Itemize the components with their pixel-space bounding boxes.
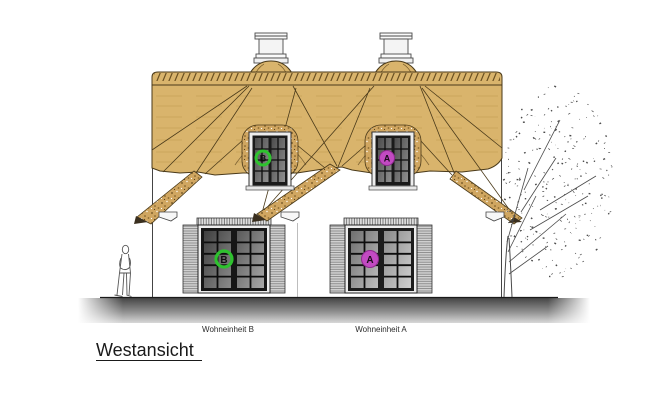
marker-window-b: B bbox=[214, 249, 234, 269]
window-b-shutter-right bbox=[269, 224, 286, 294]
tree-branches bbox=[506, 119, 597, 275]
corbel-left bbox=[158, 211, 178, 222]
ground-strip bbox=[78, 298, 590, 323]
marker-dormer-b-ring bbox=[254, 149, 272, 167]
window-b-shutter-left bbox=[182, 224, 199, 294]
marker-dormer-a-letter: A bbox=[384, 154, 391, 164]
annotations: Wohneinheit B Wohneinheit A Westansicht bbox=[96, 325, 407, 361]
window-unit-a bbox=[329, 217, 433, 294]
marker-dormer-a: A bbox=[379, 150, 395, 166]
window-unit-b bbox=[182, 217, 286, 294]
dormer-b-sill bbox=[245, 185, 295, 191]
ground bbox=[78, 296, 590, 323]
verge-tip-middle bbox=[252, 213, 266, 222]
corbel-right bbox=[485, 211, 505, 222]
tree-trunk bbox=[503, 235, 513, 298]
tree-foliage bbox=[502, 85, 613, 278]
dormer-b-muntins bbox=[255, 138, 285, 182]
roof-verge-right bbox=[449, 170, 523, 225]
corbel-middle bbox=[280, 211, 300, 222]
marker-window-a-disc bbox=[361, 250, 379, 268]
drawing-title: Westansicht bbox=[96, 340, 194, 360]
marker-dormer-b: B bbox=[254, 149, 272, 167]
marker-window-b-letter: B bbox=[220, 255, 227, 266]
roof-verge-left bbox=[136, 170, 203, 225]
unit-label-a: Wohneinheit A bbox=[355, 325, 407, 334]
person-figure bbox=[114, 244, 132, 297]
window-a-shutter-left bbox=[329, 224, 346, 294]
verge-tip-right bbox=[508, 217, 522, 223]
marker-dormer-b-letter: B bbox=[260, 154, 267, 164]
dormer-unit-b bbox=[241, 124, 299, 191]
tree bbox=[502, 85, 613, 298]
marker-window-b-ring bbox=[214, 249, 234, 269]
unit-markers: B A B A bbox=[214, 149, 395, 269]
marker-window-a-letter: A bbox=[366, 255, 373, 266]
unit-label-b: Wohneinheit B bbox=[202, 325, 254, 334]
window-a-shutter-right bbox=[416, 224, 433, 294]
roof-verge-middle bbox=[256, 163, 341, 222]
chimney-right bbox=[378, 32, 414, 64]
marker-dormer-a-disc bbox=[379, 150, 395, 166]
chimney-left bbox=[253, 32, 289, 64]
verge-tip-left bbox=[134, 216, 148, 224]
roof-straw-texture bbox=[156, 95, 498, 163]
roof-ridge-hatch bbox=[154, 73, 500, 81]
marker-window-a: A bbox=[361, 250, 379, 268]
window-a-lintel bbox=[343, 217, 419, 226]
dormer-a-sill bbox=[368, 185, 418, 191]
